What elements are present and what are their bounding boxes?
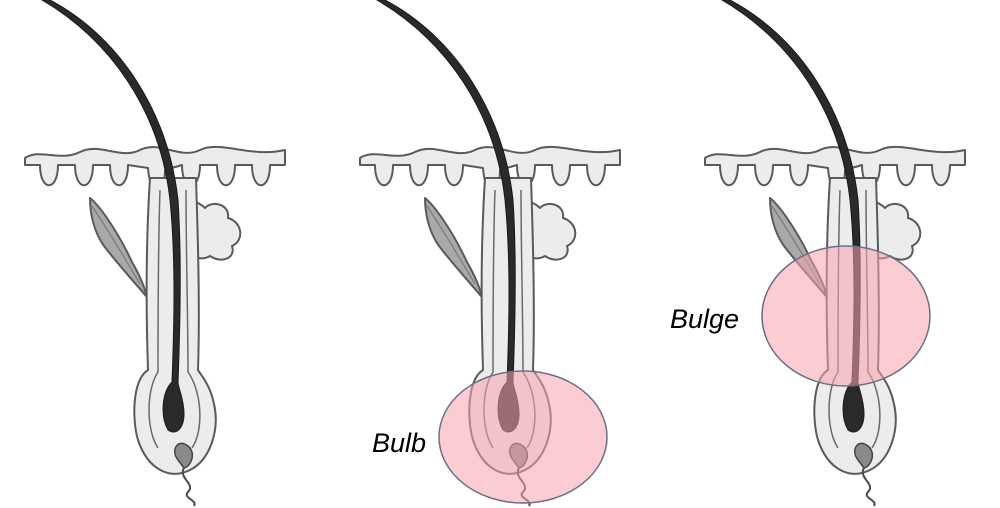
panel-2: Bulb — [359, 0, 621, 507]
follicle-diagram-1 — [24, 0, 286, 507]
bulge-highlight — [761, 245, 931, 387]
bulge-label: Bulge — [670, 304, 739, 334]
bulb-label: Bulb — [372, 428, 426, 458]
panel-3: Bulge — [670, 0, 966, 507]
panel-1 — [24, 0, 286, 507]
bulb-highlight — [438, 370, 608, 504]
